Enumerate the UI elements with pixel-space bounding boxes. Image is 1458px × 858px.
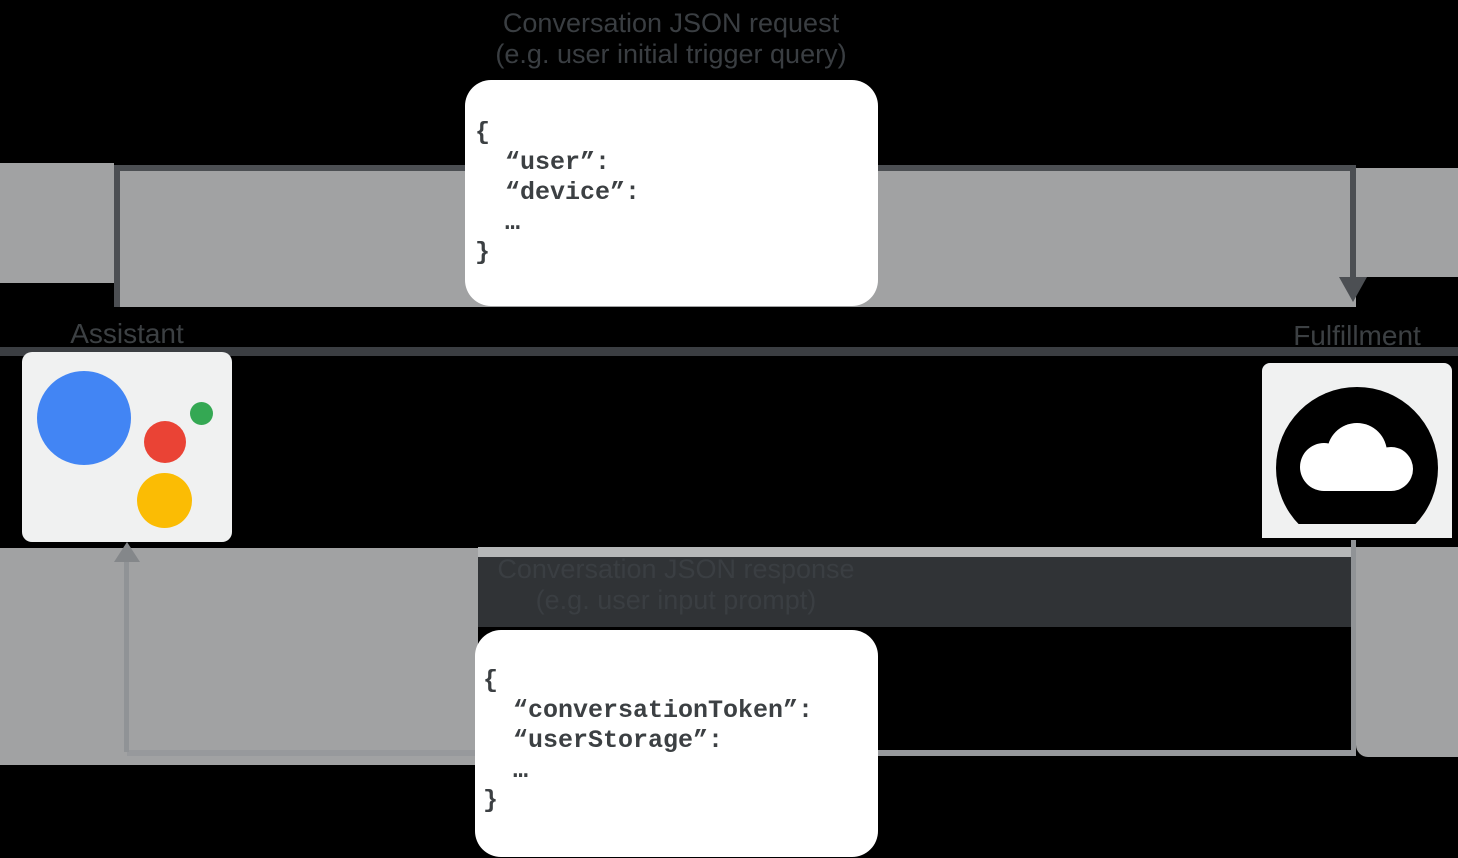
request-json-box: { “user”: “device”: … } — [465, 80, 878, 306]
response-label-line2: (e.g. user input prompt) — [535, 585, 817, 615]
response-arrow-band-right — [1356, 547, 1458, 757]
json-line: … — [505, 208, 521, 237]
cloud-icon — [1262, 387, 1452, 549]
request-arrow-line-start — [114, 165, 120, 307]
response-label-backdrop — [478, 557, 1356, 627]
response-arrow-line-start — [1351, 540, 1356, 752]
request-arrow-band-left — [0, 163, 114, 283]
json-line: } — [475, 238, 491, 267]
assistant-logo-blue-circle — [37, 371, 131, 465]
assistant-logo-green-circle — [190, 402, 213, 425]
request-label-line2: (e.g. user initial trigger query) — [495, 39, 847, 69]
assistant-label: Assistant — [70, 318, 184, 349]
response-band-highlight — [478, 547, 1356, 557]
json-line: “device”: — [505, 178, 641, 207]
request-arrow-band-right — [1356, 168, 1458, 277]
json-line: “userStorage”: — [513, 726, 724, 755]
json-line: “conversationToken”: — [513, 696, 814, 725]
request-label-line1: Conversation JSON request — [502, 8, 840, 38]
assistant-logo-yellow-circle — [137, 473, 192, 528]
json-line: “user”: — [505, 148, 611, 177]
json-line: } — [483, 786, 499, 815]
response-label-line1: Conversation JSON response — [497, 554, 855, 584]
response-arrowhead-icon — [114, 542, 140, 562]
response-arrow-line-end — [124, 560, 129, 752]
request-label: Conversation JSON request (e.g. user ini… — [421, 8, 921, 70]
response-json-box: { “conversationToken”: “userStorage”: … … — [475, 630, 878, 857]
json-line: { — [483, 666, 499, 695]
response-label: Conversation JSON response (e.g. user in… — [426, 554, 926, 616]
response-arrow-band-left — [0, 548, 478, 765]
request-arrowhead-icon — [1339, 277, 1367, 302]
assistant-icon-box — [22, 352, 232, 542]
fulfillment-label: Fulfillment — [1293, 320, 1421, 351]
json-line: { — [475, 118, 491, 147]
request-arrow-line-end — [1350, 165, 1356, 277]
google-assistant-logo-icon — [22, 352, 232, 542]
assistant-logo-red-circle — [144, 421, 186, 463]
json-line: … — [513, 756, 529, 785]
entity-row-divider — [0, 347, 1458, 356]
fulfillment-icon-box — [1262, 363, 1452, 549]
